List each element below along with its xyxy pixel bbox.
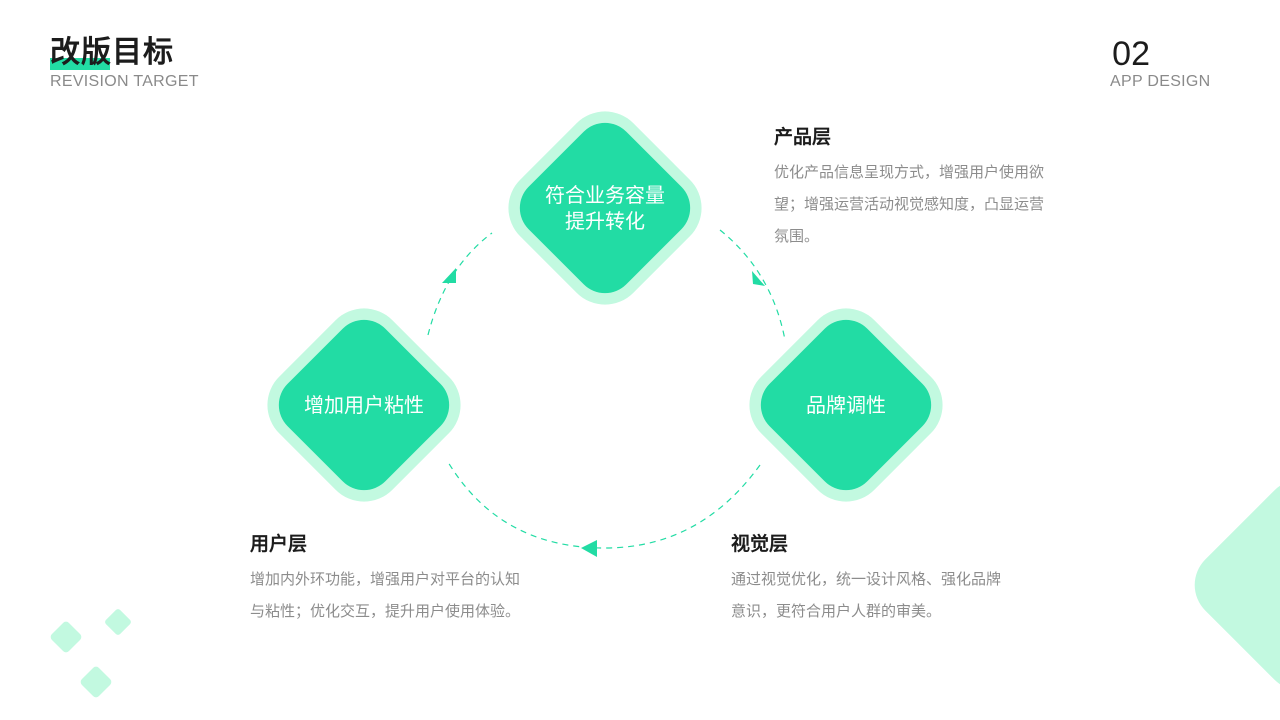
product-layer-desc: 优化产品信息呈现方式，增强用户使用欲 望；增强运营活动视觉感知度，凸显运营 氛围… [774, 163, 1045, 245]
diamond-brand [749, 308, 943, 502]
node-business-label: 符合业务容量 提升转化 [545, 183, 665, 233]
node-brand-label: 品牌调性 [806, 393, 886, 417]
decor-small-diamonds [50, 609, 131, 698]
page-number-subtitle: APP DESIGN [1110, 73, 1211, 90]
arrow-left [442, 268, 456, 283]
product-layer-title: 产品层 [774, 126, 832, 148]
diamond-business [508, 111, 702, 305]
user-layer-desc: 增加内外环功能，增强用户对平台的认知 与粘性；优化交互，提升用户使用体验。 [250, 570, 521, 620]
page-number: 02 [1112, 35, 1150, 73]
decor-large-diamond [1194, 479, 1280, 691]
product-layer-block: 产品层 优化产品信息呈现方式，增强用户使用欲 望；增强运营活动视觉感知度，凸显运… [774, 124, 1044, 252]
user-layer-title: 用户层 [250, 533, 308, 555]
page-title: 改版目标 [50, 35, 174, 70]
connector-top-left [427, 232, 493, 336]
title-underline [50, 58, 110, 70]
visual-layer-block: 视觉层 通过视觉优化，统一设计风格、强化品牌 意识，更符合用户人群的审美。 [731, 531, 1001, 627]
visual-layer-desc: 通过视觉优化，统一设计风格、强化品牌 意识，更符合用户人群的审美。 [731, 570, 1002, 620]
arrow-bottom [581, 540, 597, 557]
connector-top-right [719, 229, 786, 341]
node-user-label: 增加用户粘性 [304, 393, 424, 417]
visual-layer-title: 视觉层 [731, 533, 789, 555]
diamond-user [267, 308, 461, 502]
user-layer-block: 用户层 增加内外环功能，增强用户对平台的认知 与粘性；优化交互，提升用户使用体验… [250, 531, 520, 627]
arrow-right [752, 271, 765, 286]
page-subtitle: REVISION TARGET [50, 73, 199, 90]
